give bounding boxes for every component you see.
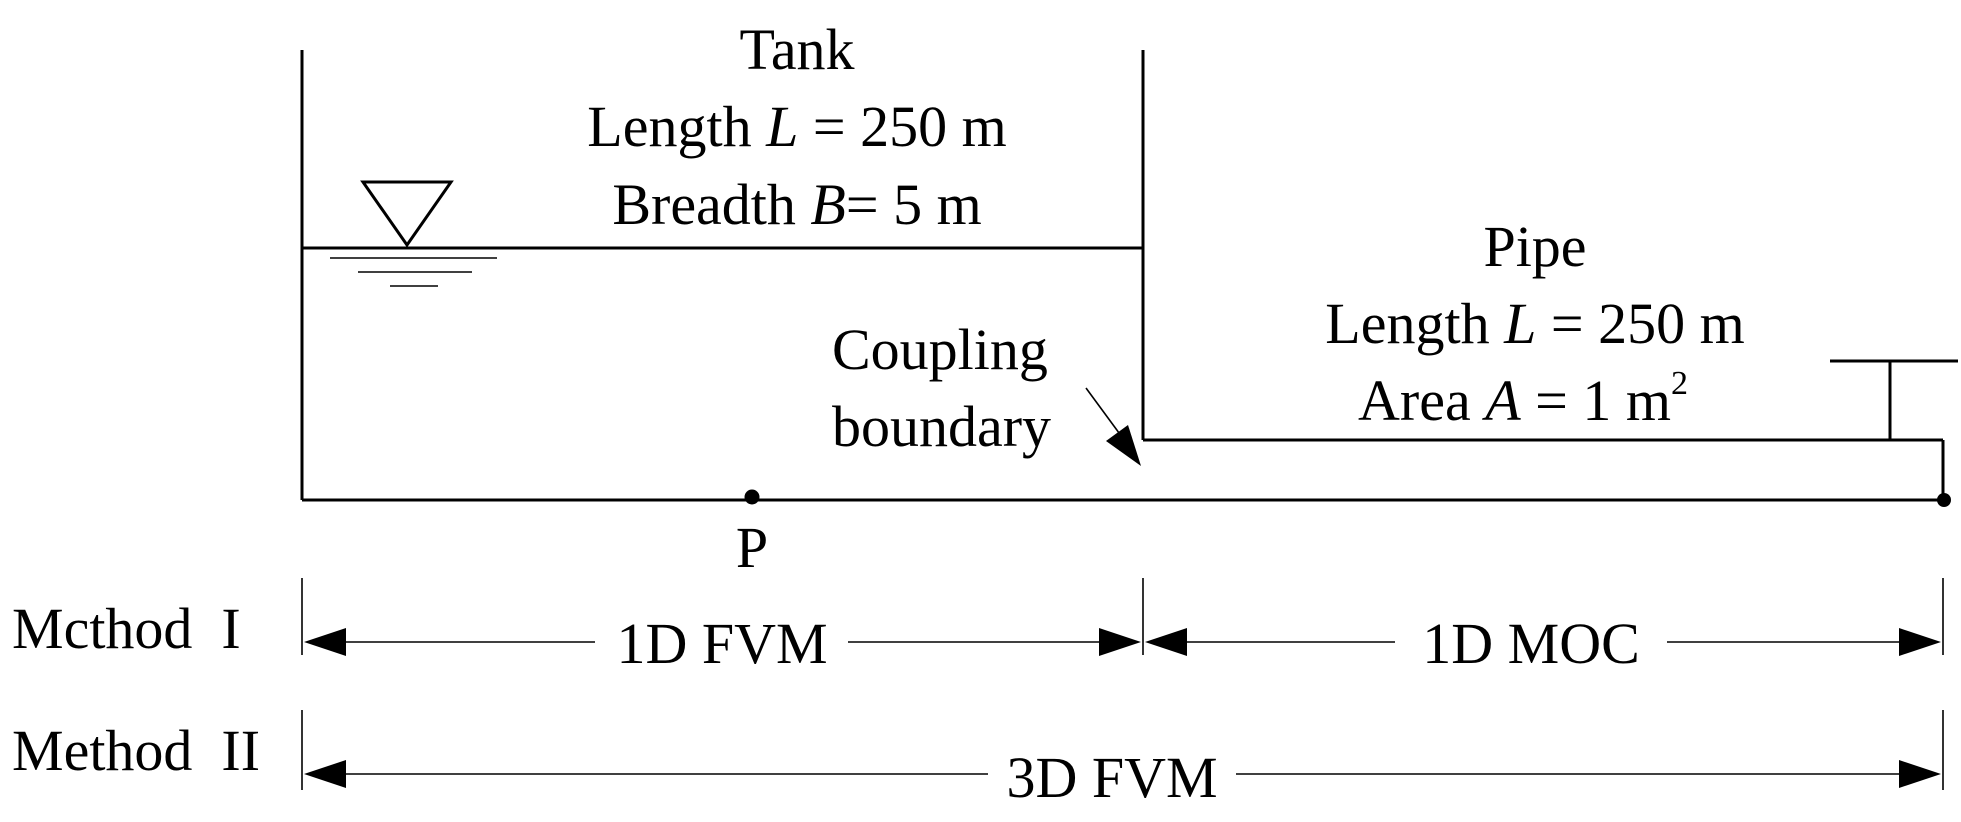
method-2-segment-1: 3D FVM: [1006, 745, 1217, 810]
method-2-fvm-dimension: [304, 760, 1941, 788]
method-1-fvm-dimension: [304, 628, 1141, 656]
method-1-segment-2: 1D MOC: [1422, 611, 1640, 676]
point-p-label: P: [736, 515, 768, 580]
coupling-label-line2: boundary: [832, 394, 1051, 459]
pipe-length: Length L = 250 m: [1325, 291, 1744, 356]
method-2-label: Method II: [12, 718, 260, 783]
pipe-area: Area A = 1 m2: [1358, 365, 1688, 433]
tank-breadth: Breadth B= 5 m: [612, 172, 981, 237]
point-p: [744, 489, 760, 505]
method-1-segment-1: 1D FVM: [616, 611, 827, 676]
pipe-end-point: [1937, 493, 1951, 507]
method-1-label: Mcthod I: [12, 596, 241, 661]
pipe-title: Pipe: [1483, 214, 1586, 279]
valve-icon: [1830, 359, 1958, 440]
tank-title: Tank: [739, 17, 854, 82]
water-level-icon: [330, 180, 497, 287]
tank-length: Length L = 250 m: [587, 94, 1006, 159]
coupling-arrow: [1085, 387, 1141, 466]
method-1-moc-dimension: [1145, 628, 1941, 656]
coupling-label-line1: Coupling: [832, 317, 1048, 382]
